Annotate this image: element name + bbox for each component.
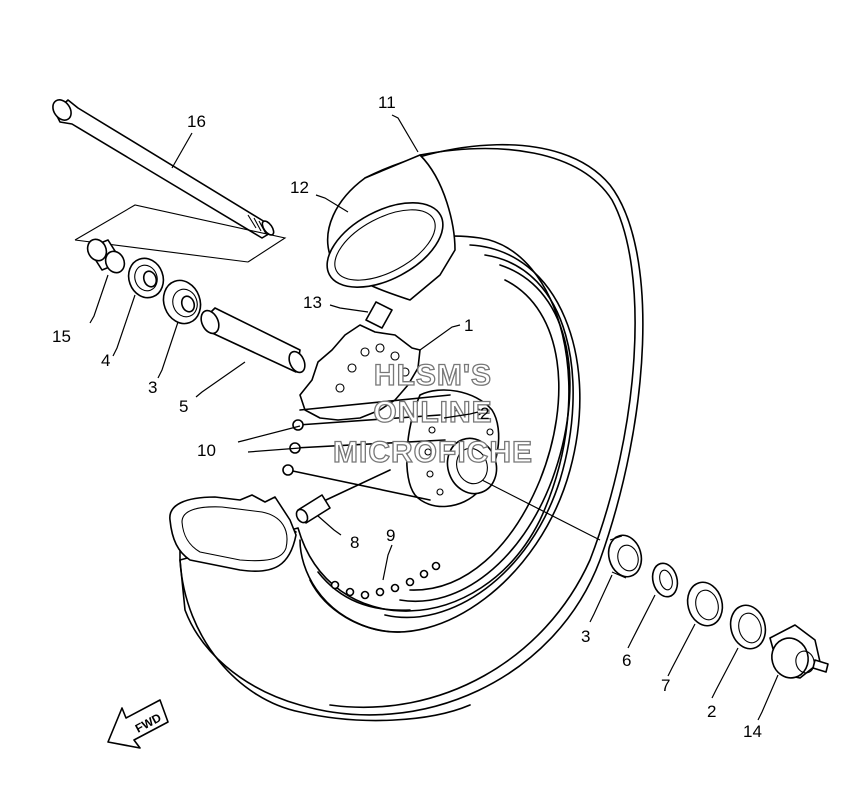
retainer-ring [651,562,679,598]
oil-seal-right [729,604,767,650]
wheel-hub [406,389,500,508]
brake-disc [299,324,421,421]
callout-3-right: 3 [581,627,590,646]
nipple-part [295,469,391,524]
callout-7: 7 [661,676,670,695]
meter-gear [769,624,829,679]
spoke-nipples [330,561,441,600]
collar [86,238,126,274]
callout-2-hub: 2 [480,404,489,423]
callout-15: 15 [52,327,71,346]
callout-16: 16 [187,112,206,131]
axle [52,99,275,239]
callouts: 11 12 13 1 2 16 10 8 9 15 4 3 5 3 6 7 2 … [52,93,762,741]
watermark: HLSM'S ONLINE MICROFICHE [332,358,533,469]
fwd-arrow: FWD [107,699,169,749]
oil-seal [127,257,165,299]
watermark-line-1: HLSM'S [374,359,492,392]
callout-9: 9 [386,526,395,545]
callout-13: 13 [303,293,322,312]
callout-11: 11 [378,93,396,112]
leader-lines [89,114,779,721]
bearing-right [607,534,643,579]
callout-8: 8 [350,533,359,552]
callout-14: 14 [743,722,762,741]
callout-2-seal: 2 [707,702,716,721]
callout-5: 5 [179,397,188,416]
bearing-left [162,279,202,325]
tire-cross-section [169,494,297,572]
callout-10: 10 [197,441,216,460]
tube [326,154,456,329]
callout-6: 6 [622,651,631,670]
callout-4: 4 [101,351,110,370]
callout-3-left: 3 [148,378,157,397]
callout-1: 1 [464,316,473,335]
spacer [200,307,306,374]
watermark-line-3: MICROFICHE [333,436,533,469]
dust-seal [686,581,724,627]
watermark-line-2: ONLINE [373,396,492,429]
callout-12: 12 [290,178,309,197]
rim [299,244,581,633]
